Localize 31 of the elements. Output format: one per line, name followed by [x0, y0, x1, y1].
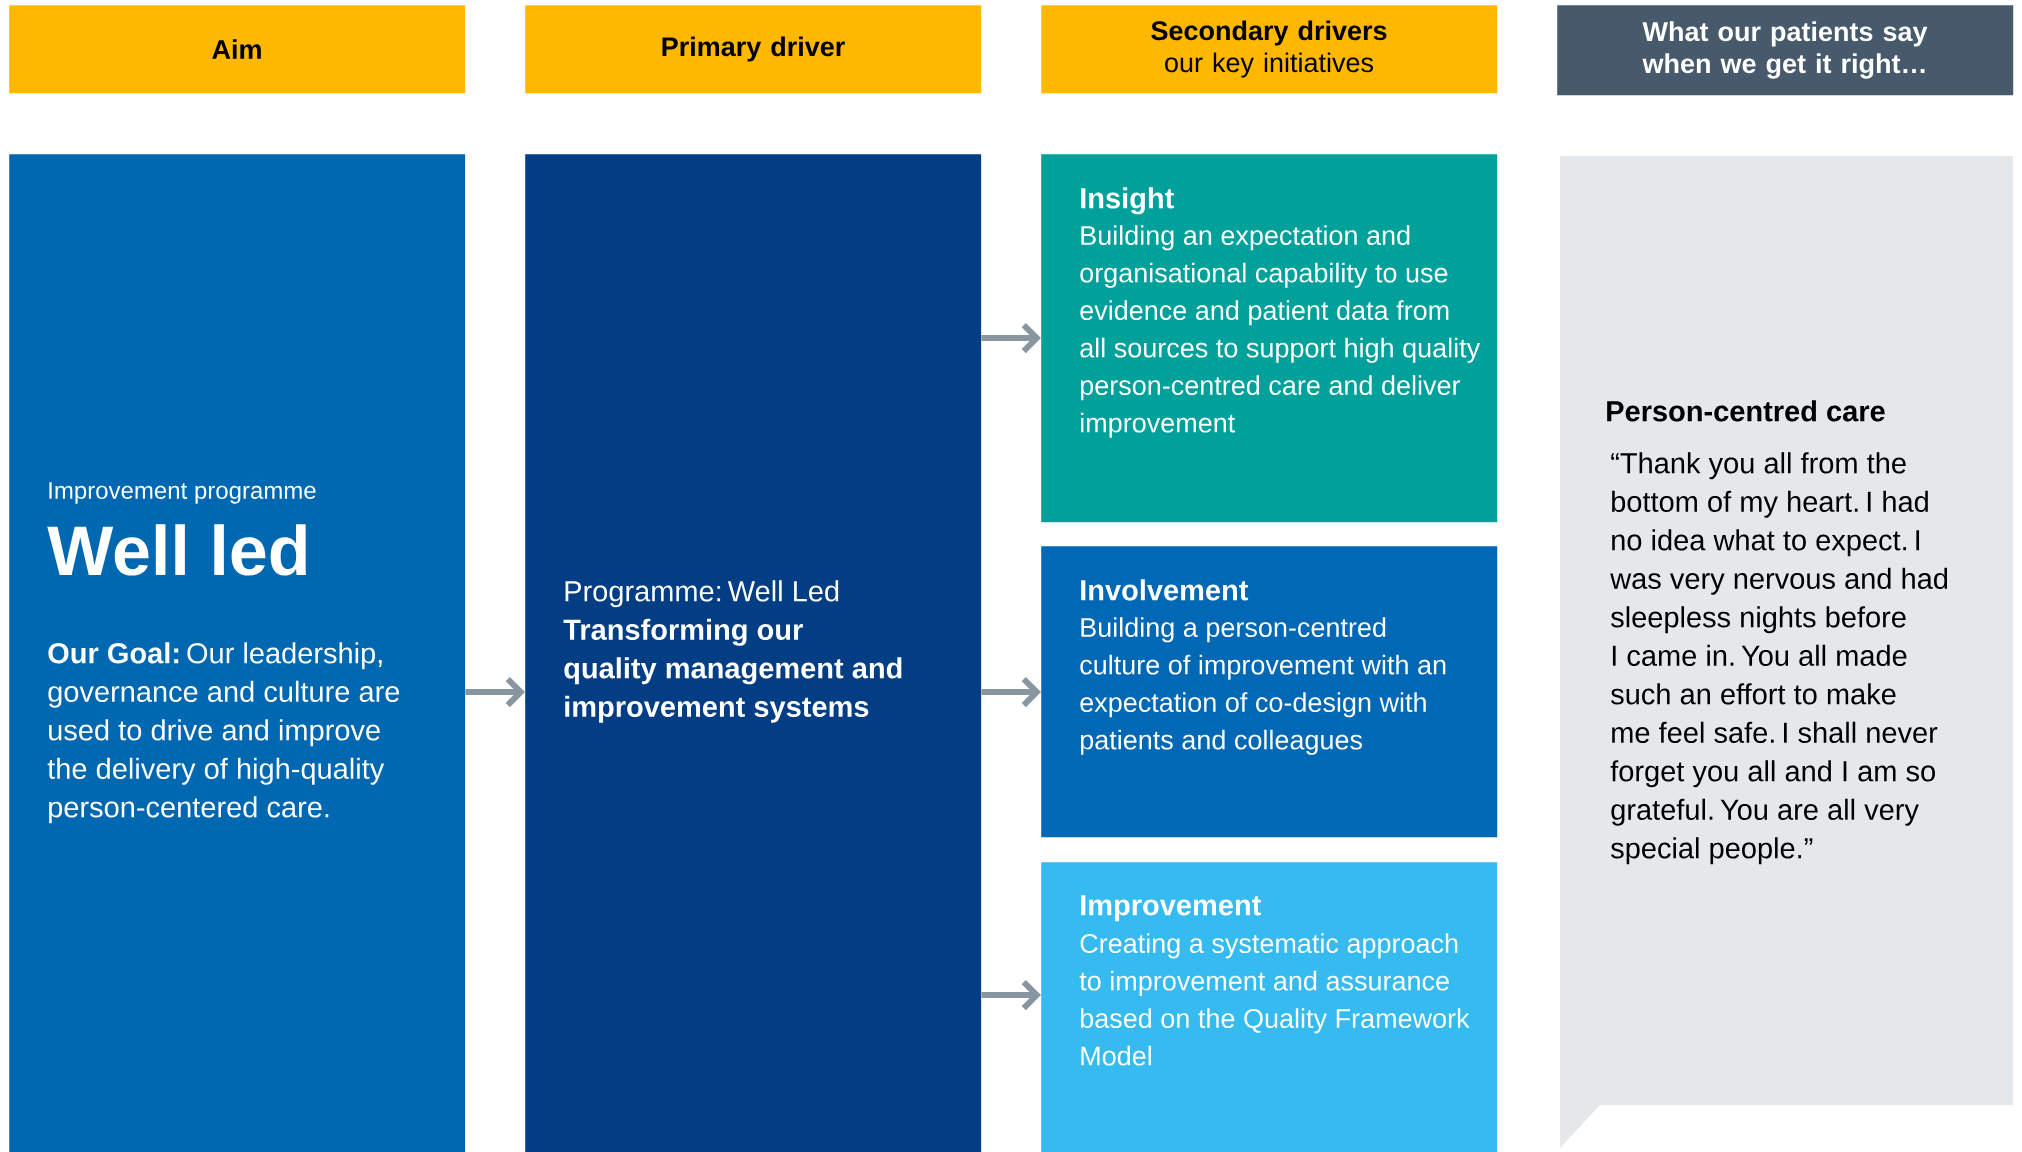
initiative-box: [1041, 546, 1498, 838]
driver-heading: Improvement: [1081, 895, 1261, 922]
goal-text: Our Goal: Our leadership, governance and culture are used to drive and improve the delivery of high-quality person-centered care.: [47, 642, 400, 824]
column-header: Aim: [212, 39, 261, 59]
quote-heading: Person-centred care: [1607, 400, 1885, 422]
speech-bubble: [1560, 156, 2013, 1148]
aim-panel: [9, 154, 466, 1152]
quote-text: “Thank you all from the bottom of my heart. I had no idea what to expect. I was very nervous and had sleepless nights before I came in. You all made such an effort to make me feel safe. I shall never forget you all and I am so grateful. You are all very special people.”: [1610, 452, 1948, 865]
arrow: [981, 676, 1041, 708]
programme-label: Improvement programme: [49, 482, 316, 504]
arrow: [465, 676, 525, 708]
header-bar: [1557, 5, 2014, 96]
column-header: Secondary drivers our key initiatives: [1151, 20, 1387, 78]
programme-label: Programme: Well Led: [565, 580, 839, 608]
column-header: What our patients say when we get it right…: [1642, 21, 1928, 79]
arrow: [981, 322, 1041, 354]
driver-text: Building an expectation and organisational capability to use evidence and patient data from all sources to support high quality person-centred care and deliver improvement: [1080, 225, 1481, 438]
driver-text: Creating a systematic approach to improvement and assurance based on the Quality Framework Model: [1079, 933, 1470, 1066]
driver-text: Building a person-centred culture of improvement with an expectation of co-design with patients and colleagues: [1080, 617, 1446, 755]
header-bar: [9, 5, 466, 94]
initiative-box: [1041, 154, 1498, 523]
header-bar: [1041, 5, 1498, 94]
arrow: [981, 979, 1041, 1011]
programme-title: Well led: [47, 524, 306, 576]
header-bar: [525, 5, 982, 94]
driver-heading: Insight: [1081, 187, 1174, 215]
driver-text: Transforming our quality management and improvement systems: [563, 618, 902, 723]
initiative-box: [1041, 862, 1498, 1152]
driver-panel: [525, 154, 982, 1152]
column-header: Primary driver: [662, 36, 845, 62]
driver-heading: Involvement: [1081, 579, 1249, 601]
